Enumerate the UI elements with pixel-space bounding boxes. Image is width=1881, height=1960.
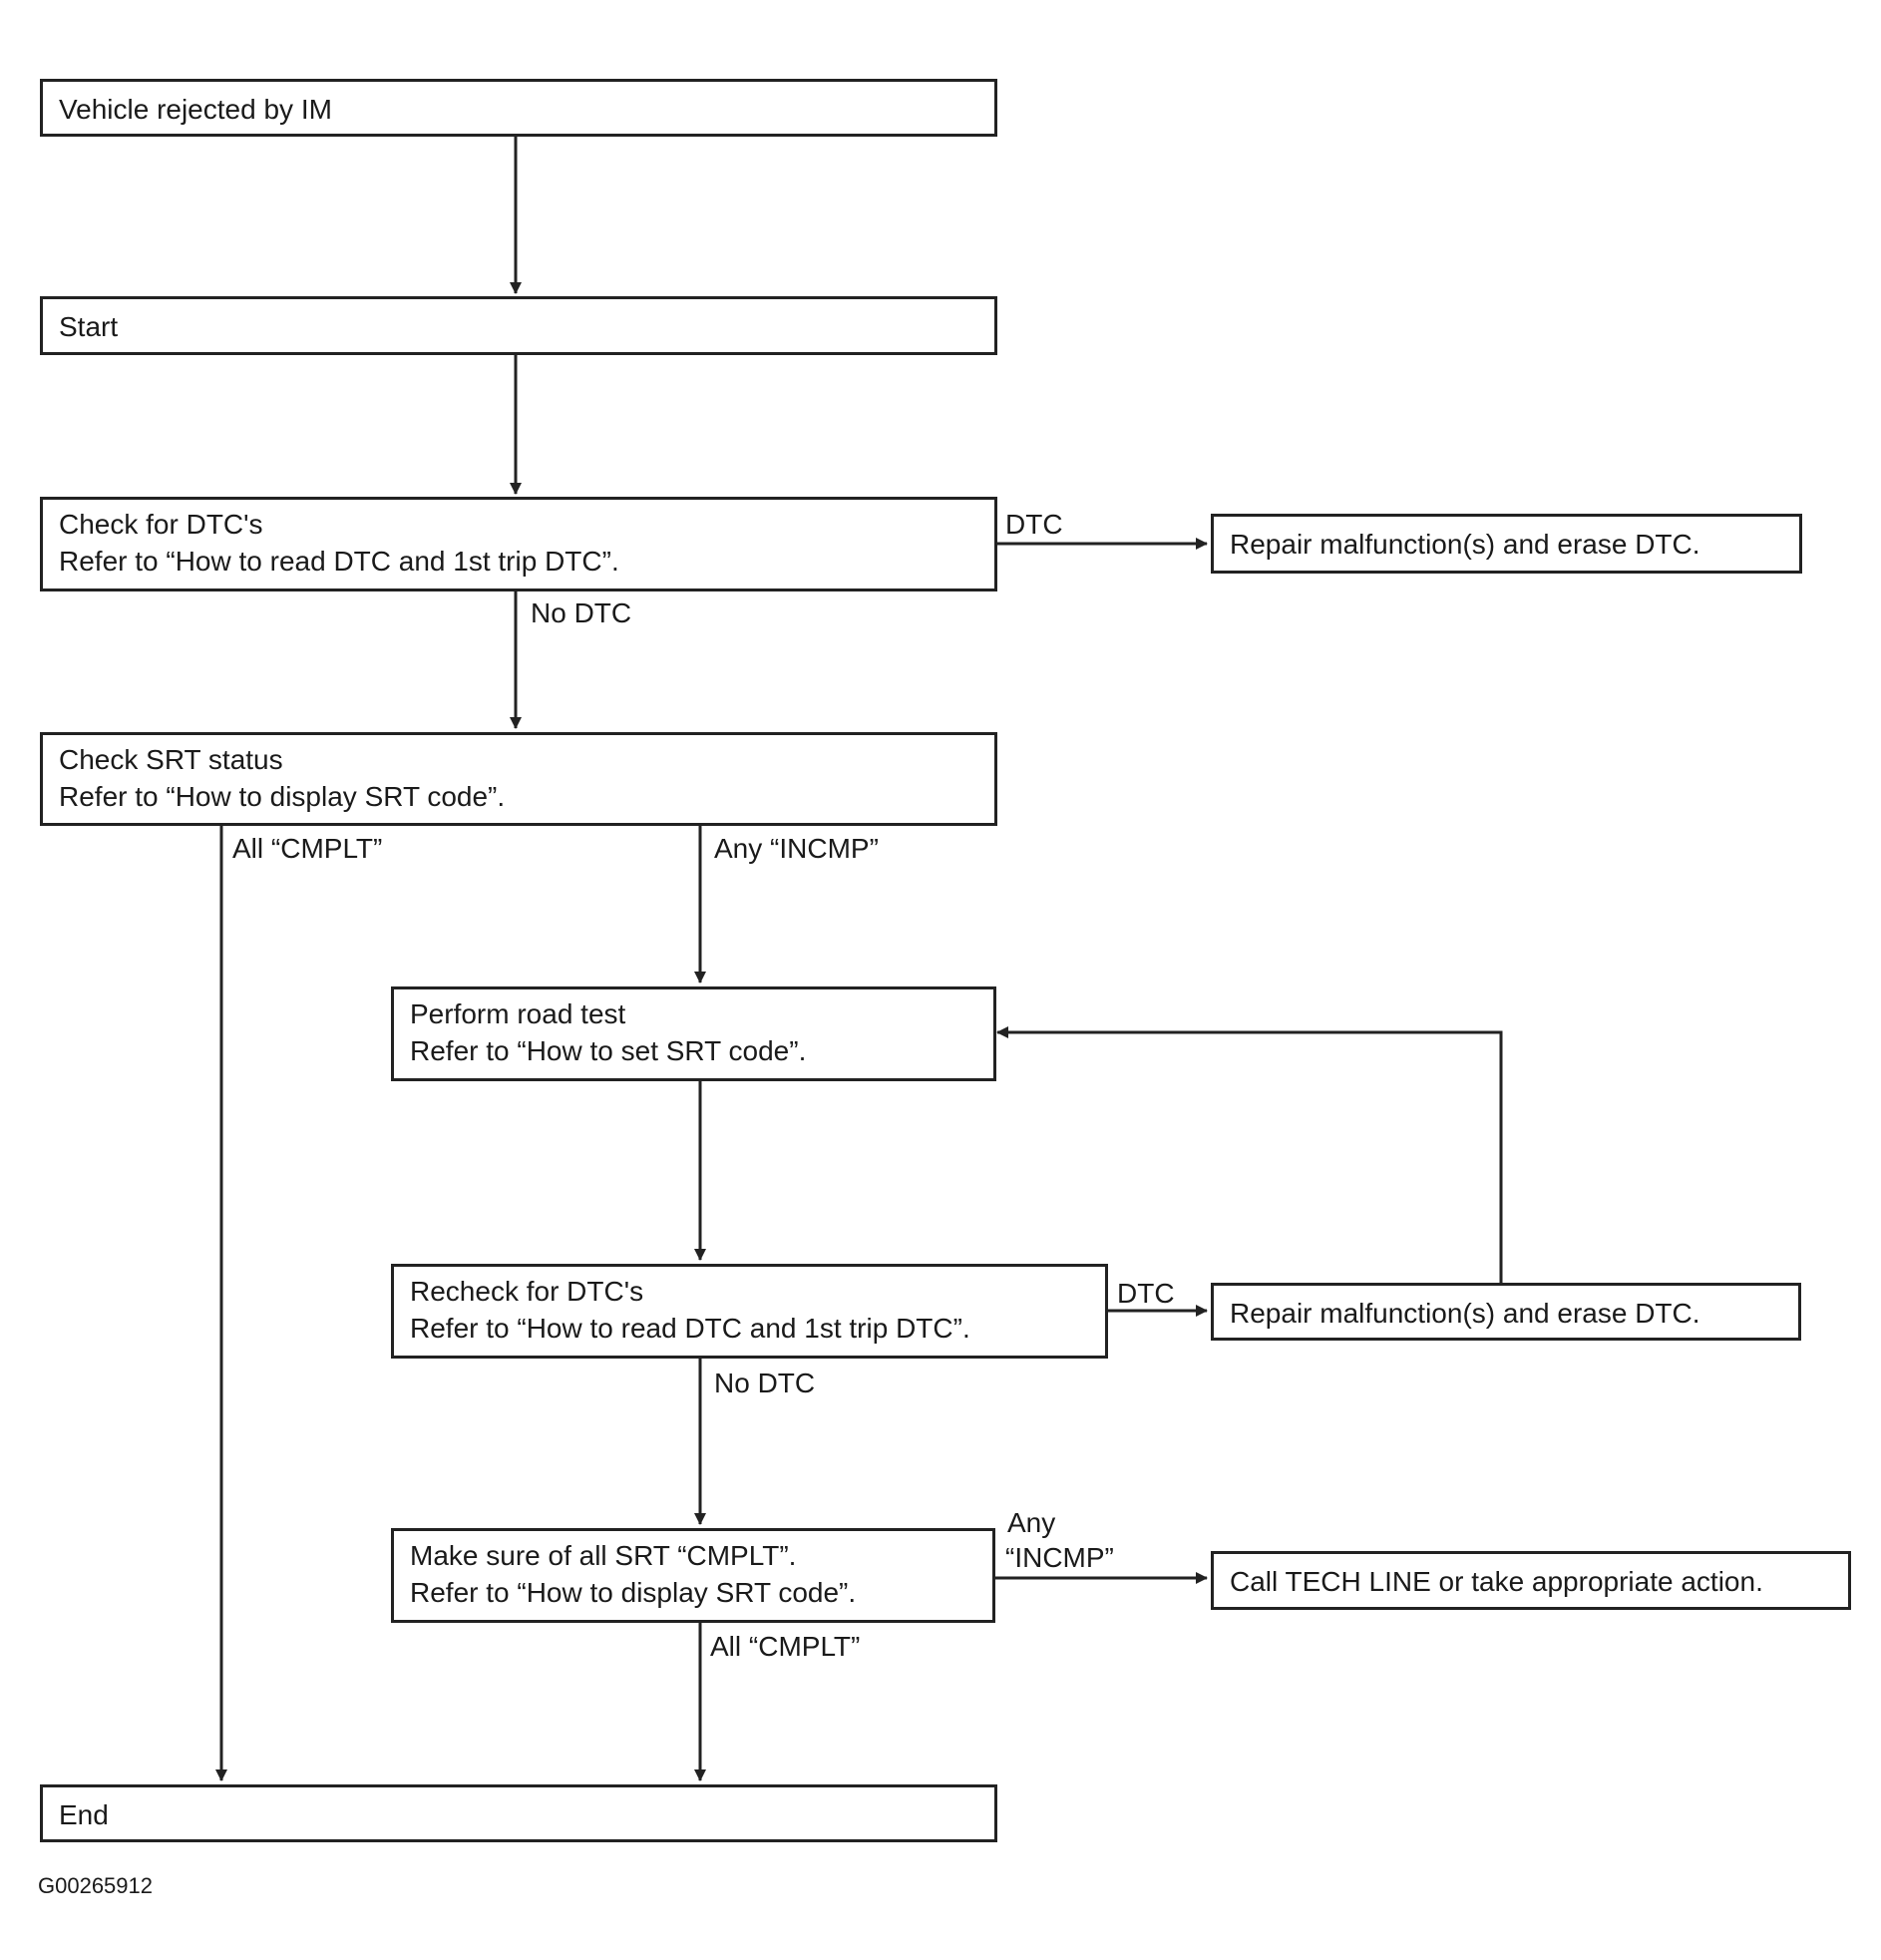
edge-label-all-cmplt: All “CMPLT”: [710, 1631, 861, 1662]
node-text: Vehicle rejected by IM: [59, 94, 332, 125]
node-title: Check for DTC's: [59, 509, 263, 540]
node-check-srt: Check SRT status Refer to “How to displa…: [40, 732, 997, 826]
edge-label-any-incmp: Any “INCMP”: [714, 833, 879, 864]
edge-label-any: Any: [1007, 1507, 1056, 1538]
node-reference: Refer to “How to set SRT code”.: [410, 1035, 807, 1066]
node-title: Recheck for DTC's: [410, 1276, 644, 1307]
node-call-tech-line: Call TECH LINE or take appropriate actio…: [1211, 1551, 1851, 1610]
node-end: End: [40, 1784, 997, 1842]
arrow-repair-2-to-road-test: [996, 1026, 1503, 1283]
node-reference: Refer to “How to read DTC and 1st trip D…: [59, 546, 619, 577]
edge-label-no-dtc: No DTC: [531, 597, 632, 628]
node-start: Start: [40, 296, 997, 355]
node-make-sure-cmplt: Make sure of all SRT “CMPLT”. Refer to “…: [391, 1528, 995, 1623]
edge-label-all-cmplt: All “CMPLT”: [232, 833, 383, 864]
node-repair-1: Repair malfunction(s) and erase DTC.: [1211, 514, 1802, 574]
node-text: Repair malfunction(s) and erase DTC.: [1230, 529, 1700, 560]
node-check-dtc: Check for DTC's Refer to “How to read DT…: [40, 497, 997, 591]
figure-id: G00265912: [38, 1873, 153, 1898]
node-text: Start: [59, 311, 119, 342]
node-text: Call TECH LINE or take appropriate actio…: [1230, 1566, 1763, 1597]
node-reference: Refer to “How to read DTC and 1st trip D…: [410, 1313, 970, 1344]
node-road-test: Perform road test Refer to “How to set S…: [391, 986, 996, 1081]
node-repair-2: Repair malfunction(s) and erase DTC.: [1211, 1283, 1801, 1341]
node-text: Repair malfunction(s) and erase DTC.: [1230, 1298, 1700, 1329]
edge-label-no-dtc: No DTC: [714, 1368, 816, 1398]
node-reference: Refer to “How to display SRT code”.: [59, 781, 506, 812]
edge-label-incmp: “INCMP”: [1005, 1542, 1114, 1573]
node-title: Perform road test: [410, 998, 626, 1029]
node-recheck-dtc: Recheck for DTC's Refer to “How to read …: [391, 1264, 1108, 1359]
node-title: Check SRT status: [59, 744, 283, 775]
edge-label-dtc: DTC: [1117, 1278, 1175, 1309]
node-title: Make sure of all SRT “CMPLT”.: [410, 1540, 797, 1571]
node-vehicle-rejected: Vehicle rejected by IM: [40, 79, 997, 137]
edge-label-dtc: DTC: [1005, 509, 1063, 540]
node-reference: Refer to “How to display SRT code”.: [410, 1577, 857, 1608]
node-text: End: [59, 1799, 109, 1830]
